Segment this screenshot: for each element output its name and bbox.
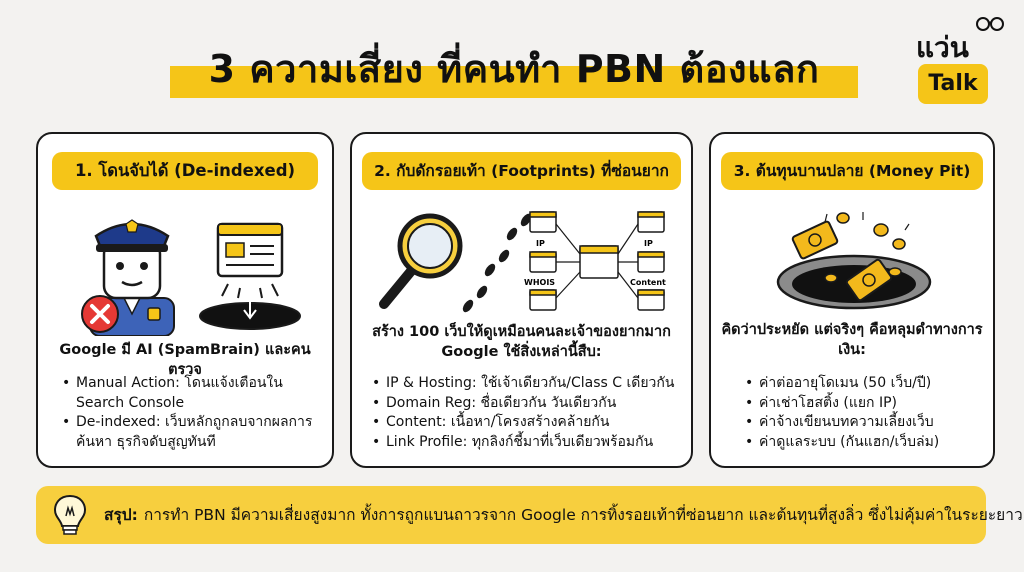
card-lead: คิดว่าประหยัด แต่จริงๆ คือหลุมดำทางการเง… [721, 322, 983, 358]
bullet-item: ค่าจ้างเขียนบทความเลี้ยงเว็บ [743, 413, 983, 433]
bullet-item: Domain Reg: ชื่อเดียวกัน วันเดียวกัน [370, 394, 683, 414]
error-x-icon [81, 295, 119, 333]
risk-card-deindexed: 1. โดนจับได้ (De-indexed) [36, 132, 334, 468]
footprints-icon [462, 213, 532, 313]
card-illustration: IP IP WHOIS Content [379, 211, 666, 313]
bullet-item: Content: เนื้อหา/โครงสร้างคล้ายกัน [370, 413, 683, 433]
footprint-label-ip: IP [644, 239, 653, 248]
card-illustration [776, 212, 932, 310]
logo-text: แว่น [916, 31, 969, 64]
card-bullets: ค่าต่ออายุโดเมน (50 เว็บ/ปี) ค่าเช่าโฮสต… [743, 374, 983, 452]
page-title: 3 ความเสี่ยง ที่คนทำ PBN ต้องแลก [208, 47, 820, 91]
bullet-item: IP & Hosting: ใช้เจ้าเดียวกัน/Class C เด… [370, 374, 683, 394]
bullet-item: ค่าเช่าโฮสติ้ง (แยก IP) [743, 394, 983, 414]
footprint-label-ip: IP [536, 239, 545, 248]
hole-icon [199, 283, 301, 330]
card-illustration [81, 219, 301, 336]
bullet-item: ค่าดูแลระบบ (กันแฮก/เว็บล่ม) [743, 433, 983, 453]
bullet-item: ค่าต่ออายุโดเมน (50 เว็บ/ปี) [743, 374, 983, 394]
risk-card-money-pit: 3. ต้นทุนบานปลาย (Money Pit) คิดว่าประหย… [709, 132, 995, 468]
lightbulb-icon [53, 494, 87, 535]
card-heading: 3. ต้นทุนบานปลาย (Money Pit) [721, 152, 983, 190]
card-bullets: Manual Action: โดนแจ้งเตือนใน Search Con… [60, 374, 320, 452]
coin-icon [824, 212, 906, 283]
footprint-label-whois: WHOIS [524, 278, 555, 287]
police-officer-icon [89, 219, 175, 336]
webpage-icon [216, 222, 284, 278]
bullet-item: Manual Action: โดนแจ้งเตือนใน Search Con… [60, 374, 320, 413]
footprint-label-content: Content [630, 278, 666, 287]
magnifier-icon [379, 213, 463, 309]
bullet-item: De-indexed: เว็บหลักถูกลบจากผลการค้นหา ธ… [60, 413, 320, 452]
risk-card-footprints: 2. กับดักรอยเท้า (Footprints) ที่ซ่อนยาก [350, 132, 693, 468]
title-highlight [170, 66, 858, 98]
summary-text: สรุป: การทำ PBN มีความเสี่ยงสูงมาก ทั้งกา… [104, 486, 1023, 544]
card-heading: 2. กับดักรอยเท้า (Footprints) ที่ซ่อนยาก [362, 152, 681, 190]
glasses-icon [976, 17, 1004, 31]
card-lead: สร้าง 100 เว็บให้ดูเหมือนคนละเจ้าของยากม… [372, 324, 671, 360]
summary-banner: สรุป: การทำ PBN มีความเสี่ยงสูงมาก ทั้งกา… [36, 486, 1023, 544]
card-bullets: IP & Hosting: ใช้เจ้าเดียวกัน/Class C เด… [370, 374, 683, 452]
card-heading: 1. โดนจับได้ (De-indexed) [52, 152, 318, 190]
network-webpages [529, 211, 665, 311]
money-icon [791, 220, 893, 302]
bullet-item: Link Profile: ทุกลิงก์ชี้มาที่เว็บเดียวพ… [370, 433, 683, 453]
summary-body: การทำ PBN มีความเสี่ยงสูงมาก ทั้งการถูกแ… [143, 506, 1023, 524]
logo-badge: Talk [918, 64, 988, 104]
summary-label: สรุป: [104, 506, 138, 524]
